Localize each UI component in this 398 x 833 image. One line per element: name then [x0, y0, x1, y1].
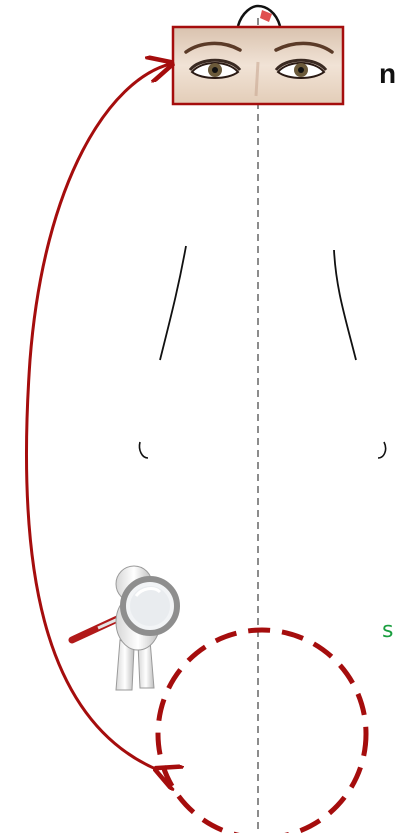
- eyes-photo: [173, 27, 343, 104]
- feet-focus-circle: [158, 630, 366, 833]
- magnifier-figure-icon: [72, 566, 177, 690]
